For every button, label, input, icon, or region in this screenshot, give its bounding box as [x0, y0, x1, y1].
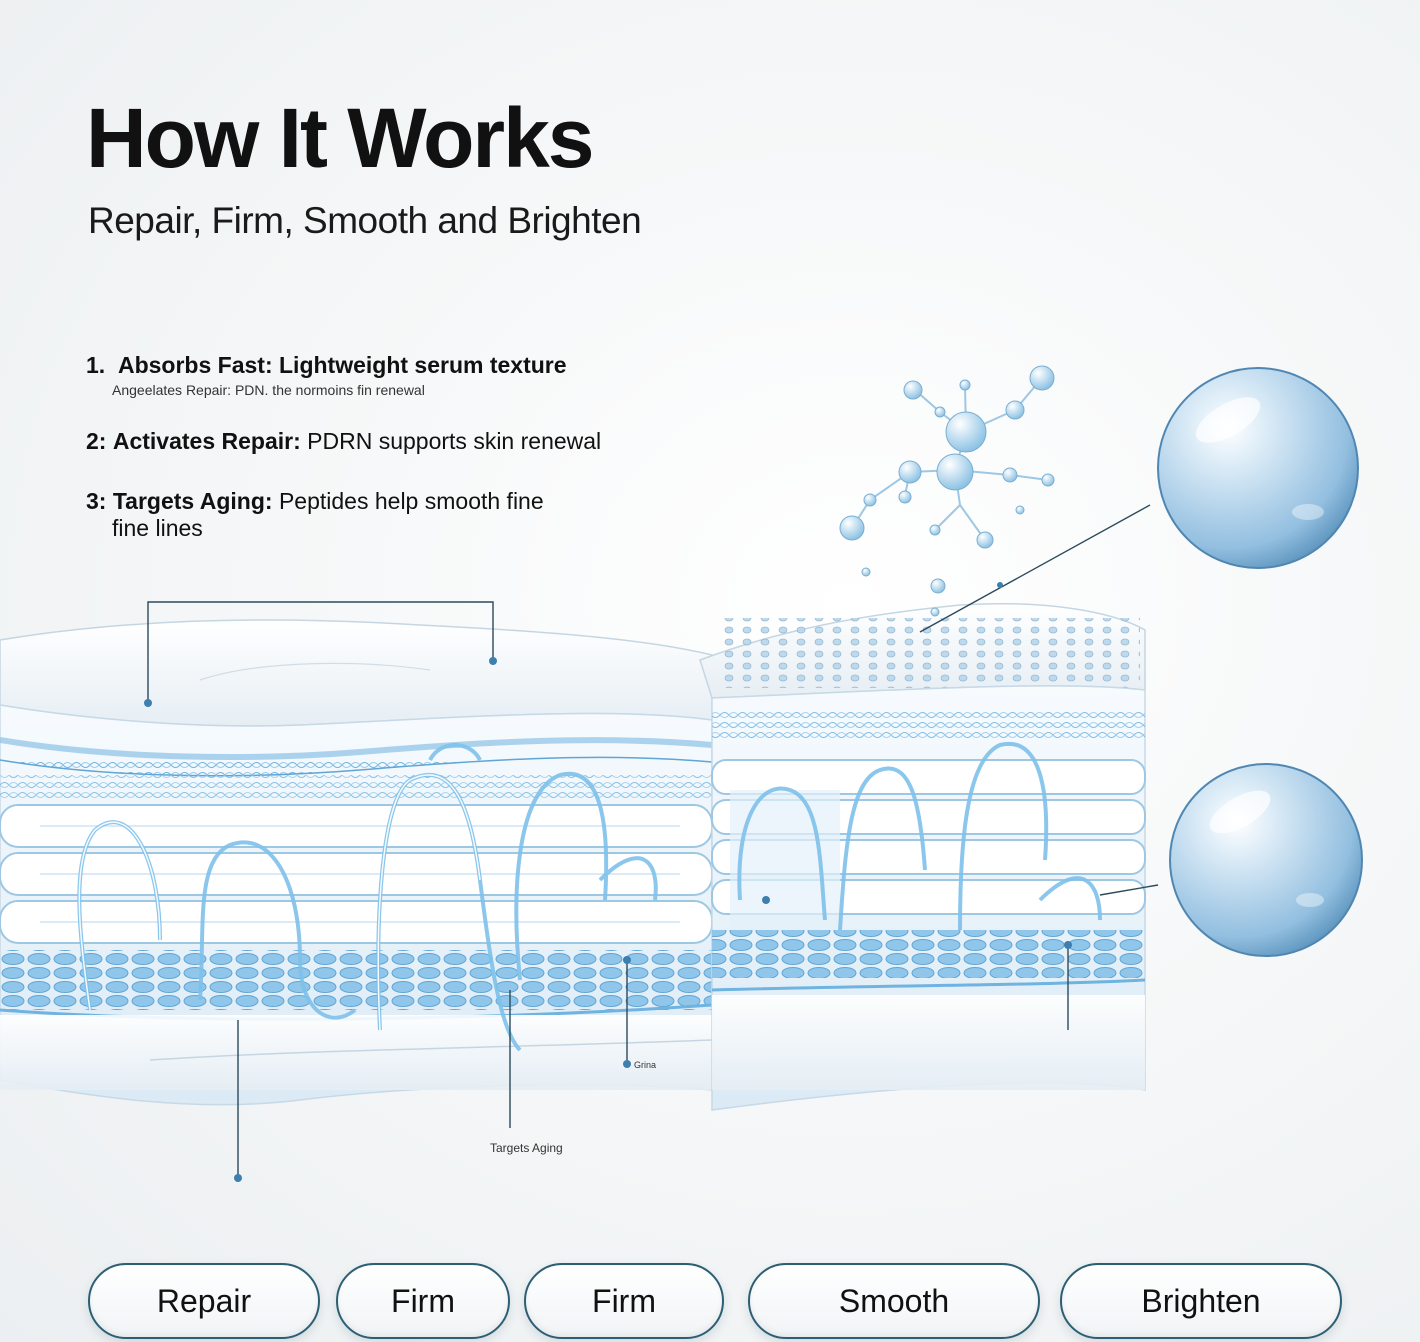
- step-1-number: 1.: [86, 352, 106, 378]
- pill-brighten[interactable]: Brighten: [1060, 1263, 1342, 1339]
- step-2-text: PDRN supports skin renewal: [307, 428, 602, 454]
- label-targets-aging: Targets Aging: [490, 1141, 563, 1155]
- pill-repair[interactable]: Repair: [88, 1263, 320, 1339]
- droplet-upper: [1157, 367, 1359, 569]
- step-2-heading: Activates Repair:: [112, 428, 301, 454]
- step-3: 3: Targets Aging: Peptides help smooth f…: [86, 488, 706, 542]
- step-1-note: Angeelates Repair: PDN. the normoins fin…: [112, 382, 425, 398]
- step-2: 2: Activates Repair: PDRN supports skin …: [86, 428, 601, 455]
- step-2-number: 2:: [86, 428, 107, 454]
- step-3-number: 3:: [86, 488, 107, 514]
- step-3-text: Peptides help smooth fine: [278, 488, 544, 514]
- molecule-illustration: [839, 365, 1055, 617]
- pill-smooth[interactable]: Smooth: [748, 1263, 1040, 1339]
- pill-firm-2[interactable]: Firm: [524, 1263, 724, 1339]
- step-1: 1. Absorbs Fast: Lightweight serum textu…: [86, 352, 567, 379]
- skin-layers-diagram: Targets Aging Grina: [0, 365, 1363, 1182]
- left-skin-block: [0, 601, 713, 1182]
- step-1-heading: Absorbs Fast:: [117, 352, 273, 378]
- label-tiny-callout: Grina: [634, 1060, 656, 1070]
- right-skin-block: [699, 504, 1159, 1111]
- pill-firm[interactable]: Firm: [336, 1263, 510, 1339]
- step-3-text-continued: fine lines: [112, 515, 203, 541]
- droplet-lower: [1169, 763, 1363, 957]
- page-title: How It Works: [86, 91, 594, 185]
- step-1-text: Lightweight serum texture: [279, 352, 567, 378]
- page-subtitle: Repair, Firm, Smooth and Brighten: [88, 200, 642, 241]
- step-3-heading: Targets Aging:: [112, 488, 273, 514]
